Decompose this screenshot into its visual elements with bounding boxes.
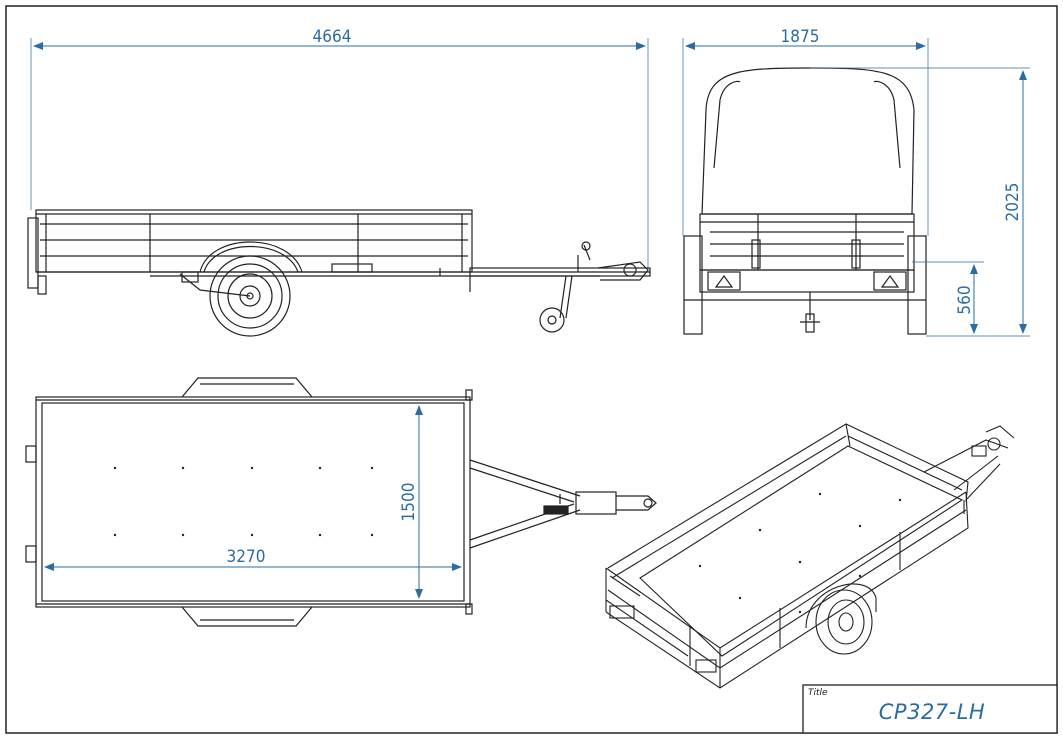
top-view-floor-rivets xyxy=(113,466,374,537)
title-block xyxy=(802,684,1058,734)
dimension-overall-height: 2025 xyxy=(810,67,1030,337)
dimension-label-overall-width: 1875 xyxy=(781,27,820,47)
dimension-label-box-length: 3270 xyxy=(227,547,266,567)
side-view xyxy=(27,209,651,337)
title-block-label: Title xyxy=(808,688,828,698)
dimension-platform-height: 560 xyxy=(912,261,984,334)
dimension-label-overall-height: 2025 xyxy=(1003,183,1023,222)
dimension-box-width: 1500 xyxy=(399,405,423,599)
title-block-title: CP327-LH xyxy=(878,700,986,724)
dimension-label-platform-height: 560 xyxy=(955,285,975,314)
dimension-box-length: 3270 xyxy=(44,547,462,571)
isometric-view xyxy=(605,423,1015,689)
isometric-floor-rivets xyxy=(698,492,902,614)
dimension-overall-length: 4664 xyxy=(30,27,649,272)
dimension-label-overall-length: 4664 xyxy=(313,27,352,47)
dimension-label-box-width: 1500 xyxy=(399,483,419,522)
dimension-overall-width: 1875 xyxy=(682,27,929,236)
rear-view xyxy=(683,67,927,335)
sheet-border xyxy=(5,5,1058,734)
top-view xyxy=(25,377,657,627)
